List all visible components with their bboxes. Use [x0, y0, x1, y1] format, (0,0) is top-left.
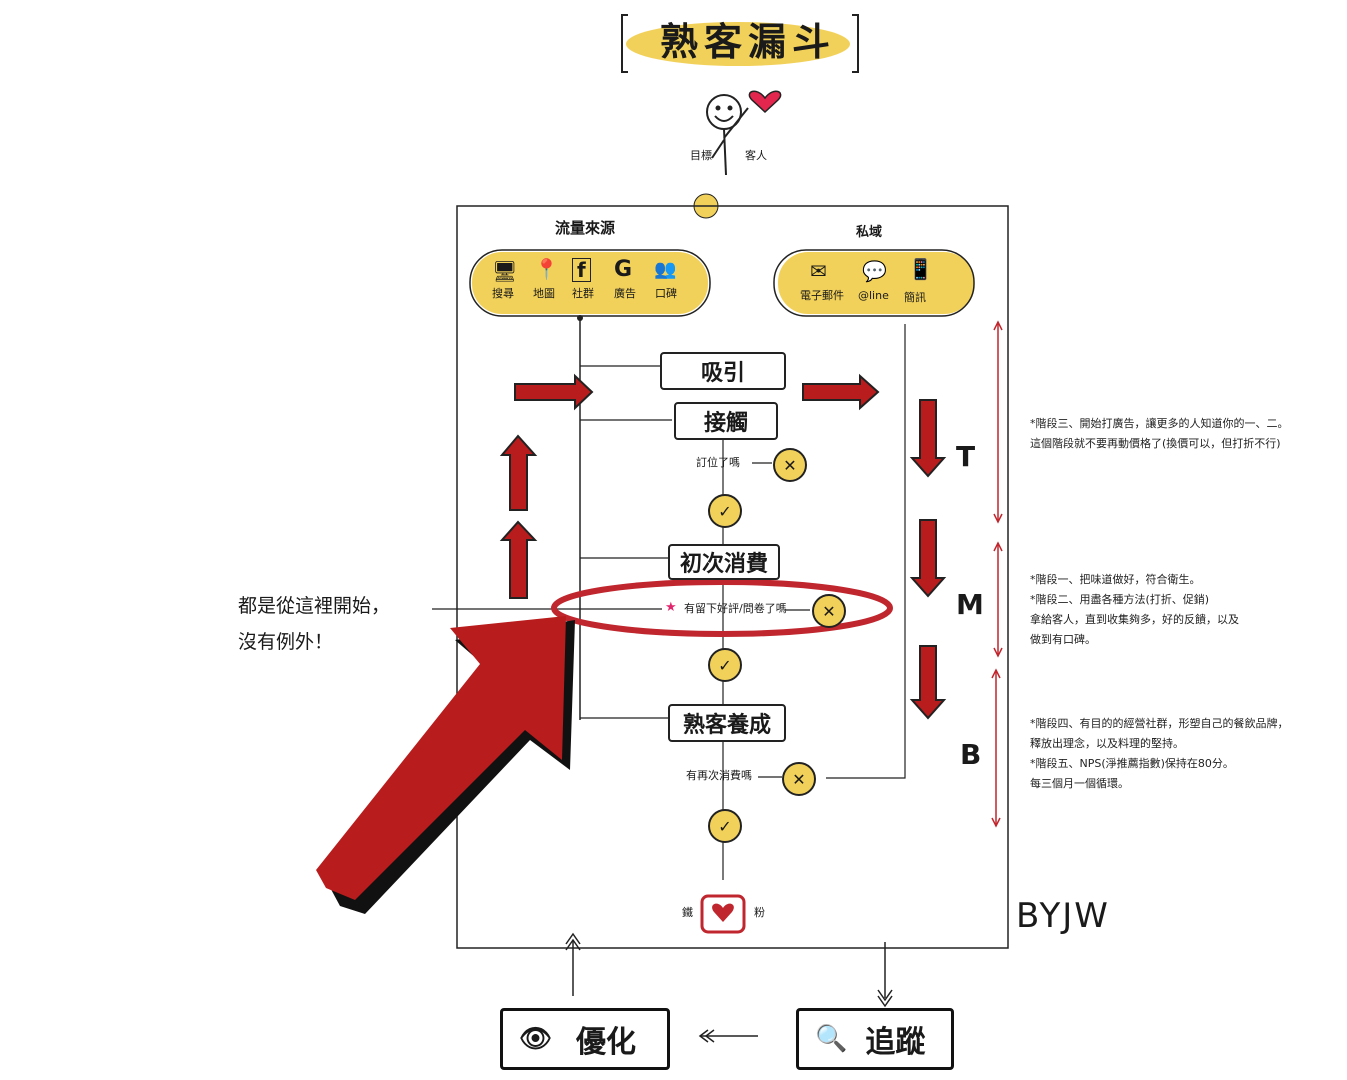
big-arrow — [316, 616, 566, 900]
target-customer-figure — [706, 94, 749, 176]
stage-attract: 吸引 — [660, 352, 786, 390]
title-bracket-left — [621, 14, 628, 73]
question-subscribe: 訂位了嗎 — [696, 456, 740, 469]
tmb-t: T — [956, 440, 976, 473]
source-word-of-mouth: 口碑 — [655, 287, 677, 300]
private-sms: 簡訊 — [904, 291, 926, 304]
optimize-label: 優化 — [576, 1025, 637, 1060]
star-icon: ★ — [665, 600, 677, 615]
arrow-right-right — [802, 373, 880, 411]
stage-contact: 接觸 — [674, 402, 778, 440]
return-to-private-line — [826, 324, 906, 779]
page-title: 熟客漏斗 — [660, 20, 837, 64]
heart-icon — [748, 90, 782, 114]
monitor-icon: 🖥 — [492, 259, 518, 283]
private-line: @line — [858, 289, 889, 302]
arrow-down-b — [909, 645, 947, 720]
eye-icon: 👁 — [519, 1024, 553, 1054]
map-pin-icon: 📍 — [534, 257, 559, 281]
note-m-line4: 做到有口碑。 — [1030, 633, 1096, 646]
google-icon: G — [614, 257, 633, 282]
highlight-ring — [551, 579, 893, 637]
arrow-down-t — [909, 399, 947, 478]
optimize-box: 👁 優化 — [500, 1008, 670, 1070]
check-circle-icon: ✓ — [708, 648, 742, 682]
title-highlight — [626, 22, 850, 66]
funnel-frame — [456, 205, 1009, 949]
note-t-line1: *階段三、開始打廣告，讓更多的人知道你的一、二。 — [1030, 417, 1289, 430]
private-heading: 私域 — [856, 225, 883, 240]
arrow-up-lower — [499, 520, 538, 599]
tmb-b: B — [960, 738, 982, 771]
note-b-line4: 每三個月一個循環。 — [1030, 777, 1129, 790]
private-cloud — [778, 252, 974, 314]
note-m-line1: *階段一、把味道做好，符合衛生。 — [1030, 573, 1201, 586]
fan-label-1: 鐵 — [682, 906, 693, 919]
source-search: 搜尋 — [492, 287, 514, 300]
sources-heading: 流量來源 — [555, 219, 616, 237]
tmb-brackets — [991, 320, 1003, 828]
fan-label-2: 粉 — [754, 906, 765, 919]
magnifier-icon: 🔍 — [815, 1024, 848, 1054]
note-t: *階段三、開始打廣告，讓更多的人知道你的一、二。 這個階段就不要再動價格了(換價… — [1030, 414, 1330, 454]
side-text-line1: 都是從這裡開始， — [238, 595, 391, 617]
target-label-2: 客人 — [745, 149, 767, 162]
note-m: *階段一、把味道做好，符合衛生。 *階段二、用盡各種方法(打折、促銷) 拿給客人… — [1030, 570, 1330, 650]
mail-icon: ✉ — [810, 259, 827, 283]
note-t-line2: 這個階段就不要再動價格了(換價可以，但打折不行) — [1030, 437, 1281, 450]
people-icon: 👥 — [654, 259, 677, 280]
source-map: 地圖 — [533, 287, 555, 300]
note-m-line3: 拿給客人，直到收集夠多，好的反饋，以及 — [1030, 613, 1239, 626]
note-b-line3: *階段五、NPS(淨推薦指數)保持在80分。 — [1030, 757, 1234, 770]
x-circle-icon: ✕ — [773, 448, 807, 482]
track-label: 追蹤 — [865, 1025, 926, 1060]
stage-first-purchase: 初次消費 — [668, 544, 780, 580]
tmb-m: M — [956, 588, 984, 621]
arrow-down-m — [909, 519, 947, 598]
source-ads: 廣告 — [614, 287, 636, 300]
question-repeat: 有再次消費嗎 — [686, 769, 752, 782]
red-arrows — [499, 373, 947, 720]
title-bracket-right — [852, 14, 859, 73]
title: 熟客漏斗 — [620, 12, 860, 74]
target-label-1: 目標 — [690, 149, 712, 162]
source-social: 社群 — [572, 287, 594, 300]
private-email: 電子郵件 — [800, 289, 844, 302]
check-circle-icon: ✓ — [708, 809, 742, 843]
arrow-right-left — [514, 373, 594, 411]
sources-cloud — [472, 252, 708, 314]
facebook-icon: f — [572, 258, 591, 282]
note-m-line2: *階段二、用盡各種方法(打折、促銷) — [1030, 593, 1210, 606]
note-b-line2: 釋放出理念，以及料理的堅持。 — [1030, 737, 1184, 750]
phone-icon: 📱 — [908, 257, 933, 281]
x-circle-icon: ✕ — [782, 762, 816, 796]
chat-icon: 💬 — [862, 259, 887, 283]
check-circle-icon: ✓ — [708, 494, 742, 528]
note-b-line1: *階段四、有目的的經營社群，形塑自己的餐飲品牌， — [1030, 717, 1289, 730]
arrow-up-upper — [499, 434, 538, 511]
note-b: *階段四、有目的的經營社群，形塑自己的餐飲品牌， 釋放出理念，以及料理的堅持。 … — [1030, 714, 1330, 794]
x-circle-icon: ✕ — [812, 594, 846, 628]
side-text-line2: 沒有例外！ — [238, 631, 334, 653]
question-review: 有留下好評/問卷了嗎 — [684, 602, 787, 615]
stage-regular: 熟客養成 — [668, 704, 786, 742]
track-box: 🔍 追蹤 — [796, 1008, 954, 1070]
signature: BYJW — [1016, 896, 1110, 936]
